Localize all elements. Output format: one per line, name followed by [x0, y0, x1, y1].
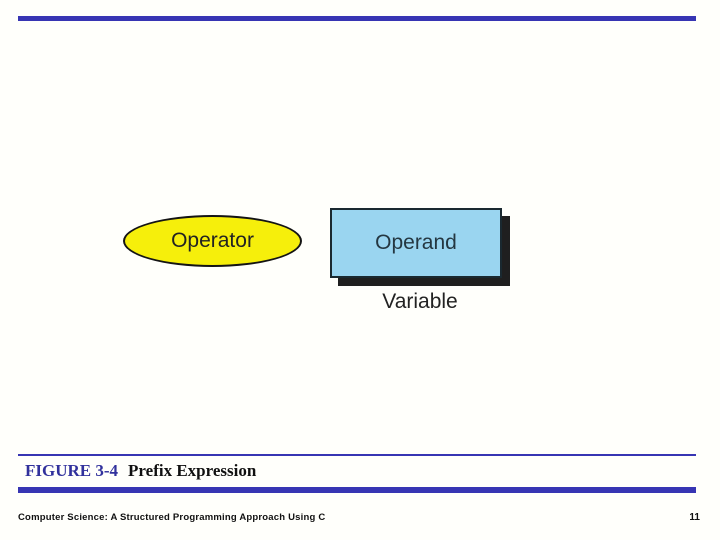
top-accent-bar [18, 16, 696, 21]
footer-page-number: 11 [689, 512, 700, 523]
operand-label: Operand [375, 231, 457, 254]
operator-ellipse-shape: Operator [123, 215, 302, 267]
footer-book-title: Computer Science: A Structured Programmi… [18, 512, 326, 523]
figure-caption: FIGURE 3-4 Prefix Expression [25, 461, 256, 481]
caption-top-rule [18, 454, 696, 456]
caption-bottom-bar [18, 487, 696, 493]
slide-footer: Computer Science: A Structured Programmi… [18, 512, 700, 523]
variable-label: Variable [382, 290, 458, 313]
caption-figure-ref: FIGURE 3-4 [25, 461, 119, 480]
operator-label: Operator [171, 229, 254, 252]
caption-title: Prefix Expression [128, 461, 257, 480]
operand-rect-shape: Operand [330, 208, 502, 278]
